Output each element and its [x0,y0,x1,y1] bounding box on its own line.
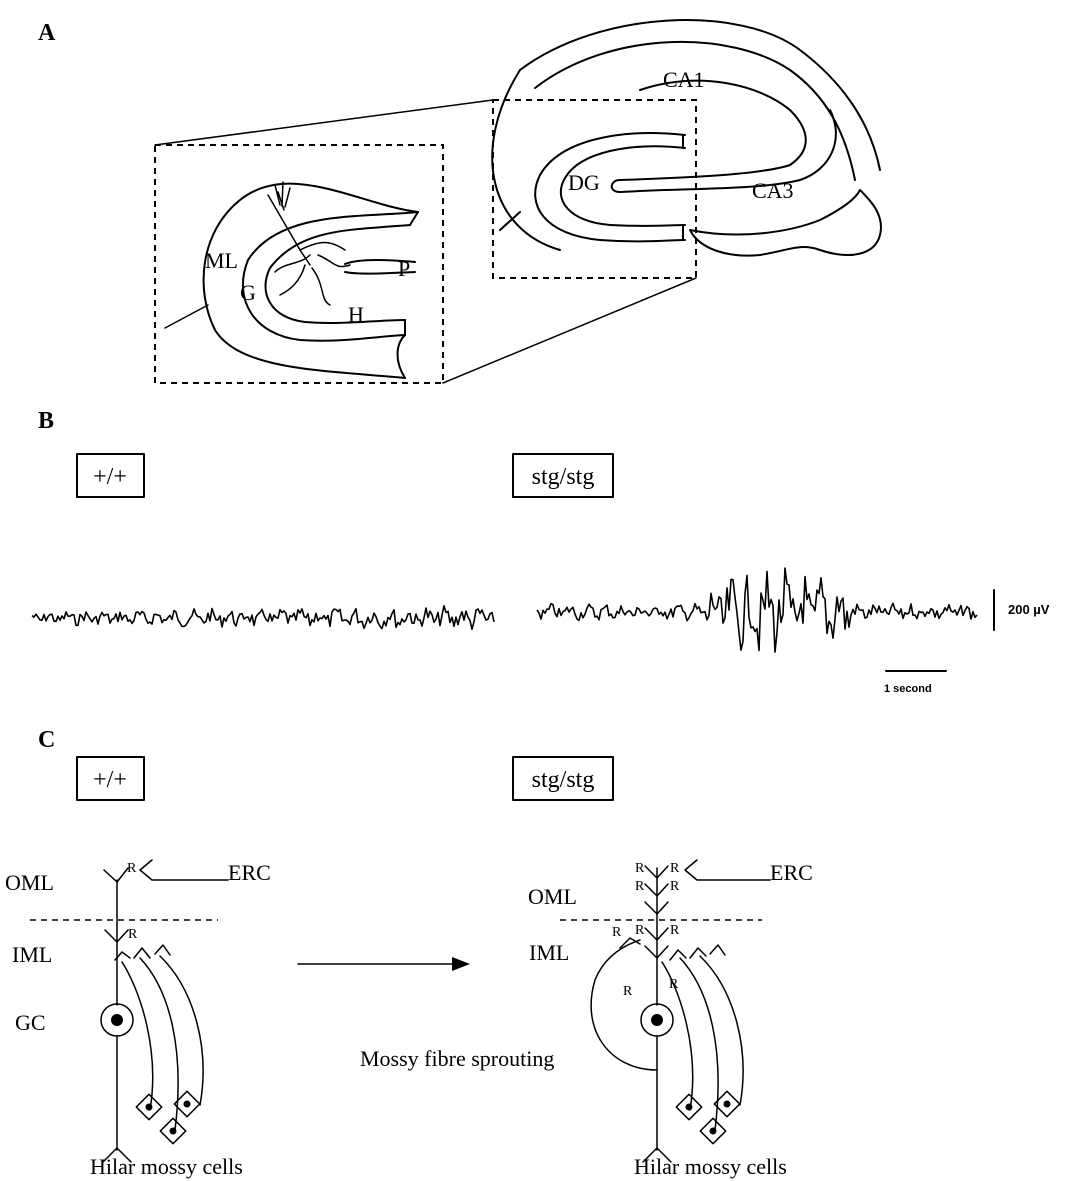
label-dg: DG [568,170,600,195]
granule-neuron-drawing [267,181,351,306]
mossy-fibre-terminals-right [669,944,726,961]
inset-box-small [492,99,697,279]
label-iml-right: IML [529,940,569,965]
receptor-right-3: R [635,879,645,894]
hippocampus-outline [491,19,882,257]
ca-stub [499,211,521,231]
label-ca1: CA1 [663,67,705,92]
label-oml-right: OML [528,884,577,909]
mossy-fibre-right-2 [679,957,719,1131]
time-scale-label: 1 second [884,683,932,695]
neuron-tuft [274,181,291,211]
dg-outer [534,132,686,243]
voltage-scale-label: 200 µV [1008,602,1050,617]
dg-mouth [610,179,621,193]
genotype-wt-c: +/+ [93,767,127,793]
receptor-left-2: R [128,927,138,942]
ca3-inner-band [619,109,837,193]
panel-label-b: B [38,408,54,434]
receptor-right-6: R [670,923,680,938]
sprouted-terminal [619,937,641,949]
dg-inner [559,145,686,227]
projection-line-bottom [442,277,697,384]
axon-fork-right [642,1147,672,1163]
dendrite-forks-right [644,865,669,959]
ml-outer [202,182,419,379]
label-ca3: CA3 [752,178,794,203]
genotype-box-wt-c [76,756,145,801]
projection-line-top [154,99,494,146]
granule-inner [264,224,411,324]
circuit-stargazer: OML IML R R R R R R R R R ERC [528,859,813,1179]
receptor-right-2: R [670,861,680,876]
eeg-trace-wt [31,605,495,630]
ca1-inner-band [619,79,807,181]
mossy-fibre-terminals-left [114,944,171,961]
granule-nucleus-left [111,1014,123,1026]
label-mossy-sprouting: Mossy fibre sprouting [360,1046,554,1071]
label-gc-left: GC [15,1010,46,1035]
inset-box-large [154,144,444,384]
panel-label-a: A [38,20,56,46]
mossy-fibre-left-1 [121,961,154,1111]
circuit-wildtype: OML IML GC R R ERC Hilar mossy cells [5,859,271,1179]
receptor-left-1: R [127,861,137,876]
mossy-fibre-right-1 [661,961,694,1111]
hilus-channel [344,259,416,275]
hilar-cells-left [135,1090,201,1145]
receptor-right-4: R [670,879,680,894]
genotype-stg-c: stg/stg [532,767,595,793]
panel-label-c: C [38,727,55,753]
genotype-wt-b: +/+ [93,464,127,490]
granule-nucleus-right [651,1014,663,1026]
projection-lines [154,99,697,384]
genotype-box-stg-b [512,453,614,498]
ca1-outer-arc [519,19,881,171]
mossy-fibre-left-2 [139,957,179,1131]
dendrite-fork-top-left [103,867,129,883]
receptor-right-9: R [612,925,622,940]
neuron-axons [274,241,351,306]
label-hilar-left: Hilar mossy cells [90,1154,243,1179]
ml-stub-line [164,304,209,329]
genotype-box-stg-c [512,756,614,801]
dentate-gyrus-enlarged [164,181,419,379]
hilar-cells-right [675,1090,741,1145]
transition-arrow [297,957,470,971]
hilus-edge [396,334,406,379]
label-p: P [398,256,410,281]
ca1-mid-arc [534,40,856,181]
receptor-right-5: R [635,923,645,938]
axon-fork-left [102,1147,132,1163]
label-oml-left: OML [5,870,54,895]
label-erc-right: ERC [770,860,813,885]
label-h: H [348,302,364,327]
mossy-fibre-left-3 [159,955,204,1106]
receptor-right-1: R [635,861,645,876]
eeg-trace-stg [536,567,978,653]
sprouted-mossy-fibre [590,939,658,1071]
label-ml: ML [205,248,238,273]
granule-outer [242,211,419,342]
mossy-fibre-right-3 [699,955,744,1106]
genotype-box-wt-b [76,453,145,498]
receptor-right-7: R [623,984,633,999]
label-g: G [240,280,256,305]
dendrite-fork-mid-left [104,929,129,943]
ml-tip [409,211,419,226]
genotype-stg-b: stg/stg [532,464,595,490]
panel-a-labels: CA1 CA3 DG ML G H P [205,67,794,327]
label-hilar-right: Hilar mossy cells [634,1154,787,1179]
neuron-apical [267,194,311,266]
erc-input-right [684,859,771,881]
erc-input-left [139,859,229,881]
ca3-bulb [689,189,882,257]
label-erc-left: ERC [228,860,271,885]
label-iml-left: IML [12,942,52,967]
